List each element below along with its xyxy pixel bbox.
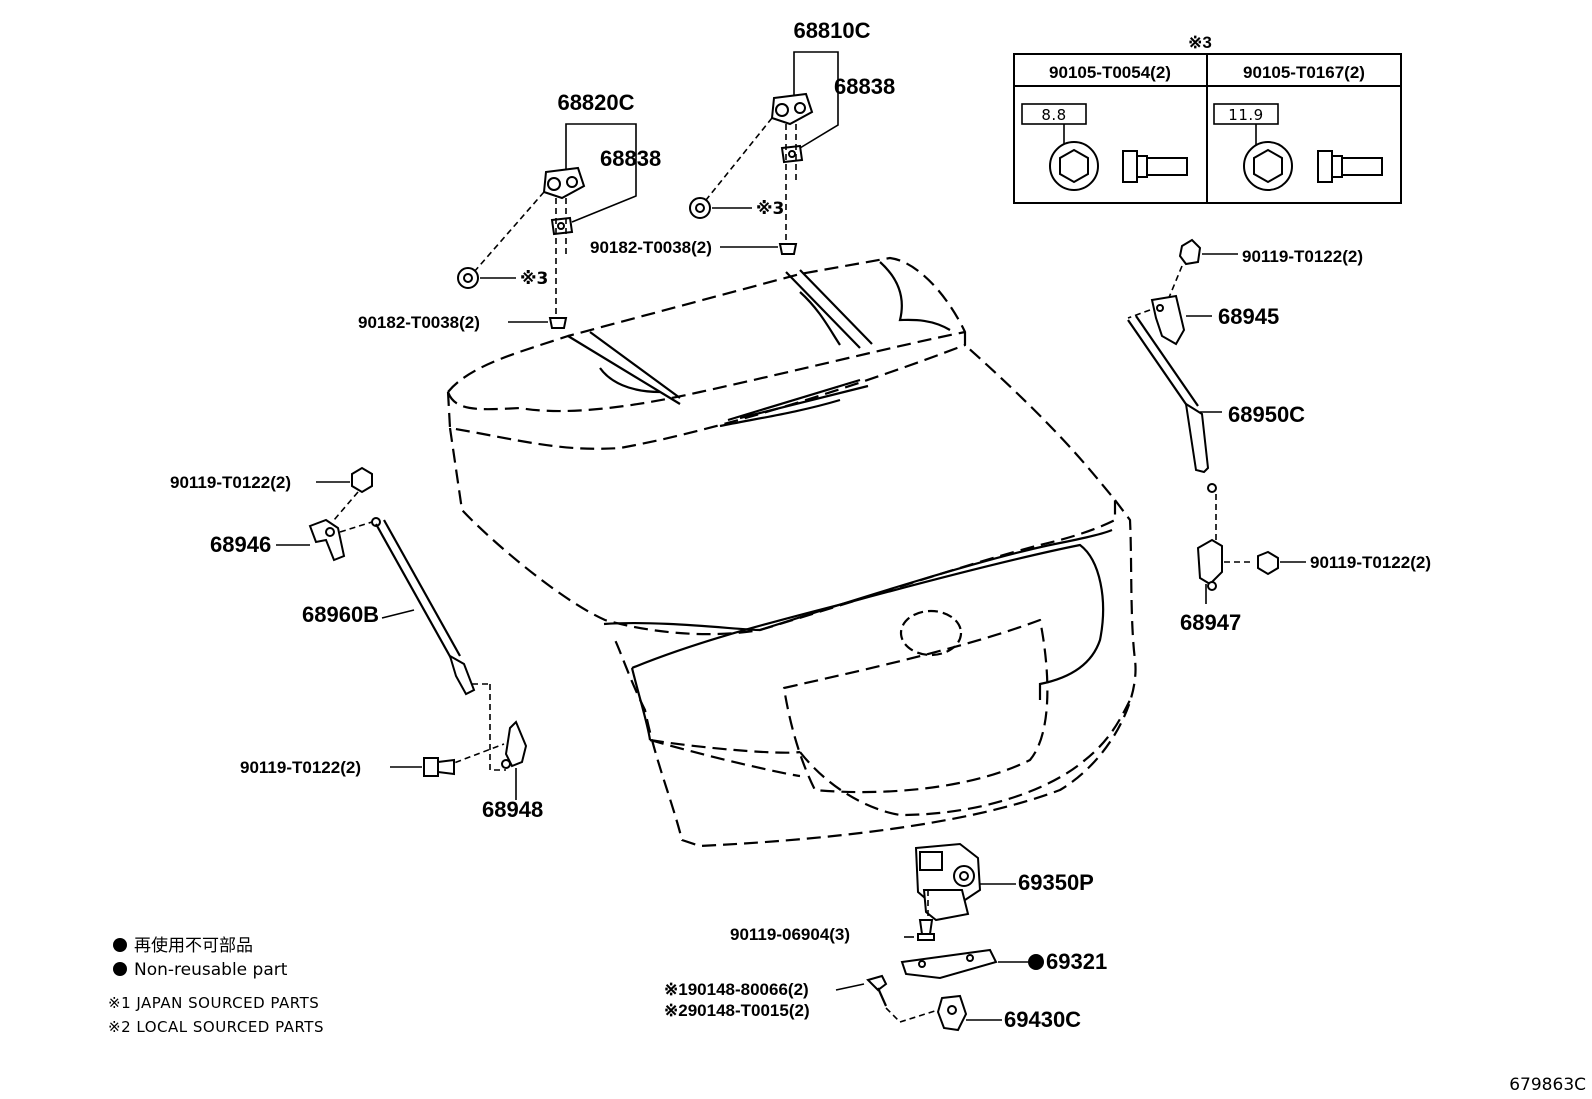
callout-68945: 68945 [1218, 304, 1279, 329]
back-door-panel [446, 256, 1137, 848]
callout-bolt-upper-right: 90119-T0122(2) [1242, 247, 1363, 266]
lock-assembly [866, 842, 1044, 1032]
hinge-left [457, 123, 637, 329]
callout-68950c: 68950C [1228, 402, 1305, 427]
non-reusable-dot-icon [113, 962, 127, 976]
callout-lock-bolt: 90119-06904(3) [730, 925, 850, 944]
callout-bolt-lower-left: 90119-T0122(2) [240, 758, 361, 777]
callout-nut-right: 90182-T0038(2) [590, 238, 712, 257]
hex-bolt-head-icon [1049, 141, 1099, 191]
callout-nut-left: 90182-T0038(2) [358, 313, 480, 332]
table-col1-part: 90105-T0054(2) [1049, 63, 1171, 82]
stay-left [276, 466, 528, 800]
bolt-table: ※3 90105-T0054(2) 90105-T0167(2) 8.8 11.… [1013, 33, 1402, 204]
non-reusable-dot-icon [1028, 954, 1044, 970]
callout-mark3-right: ※3 [756, 199, 784, 219]
callout-68947: 68947 [1180, 610, 1241, 635]
stay-right [1127, 238, 1306, 604]
flange-bolt-side-icon [1122, 150, 1188, 183]
callout-68810c: 68810C [793, 18, 870, 43]
callout-68948: 68948 [482, 797, 543, 822]
callout-69430c: 69430C [1004, 1007, 1081, 1032]
legend-non-reusable-en: Non-reusable part [134, 960, 288, 980]
callout-bolt-upper-left: 90119-T0122(2) [170, 473, 291, 492]
callout-screw-1: ※190148-80066(2) [664, 980, 809, 999]
non-reusable-dot-icon [113, 938, 127, 952]
callout-68838-left: 68838 [600, 146, 661, 171]
callout-68820c: 68820C [557, 90, 634, 115]
table-mark: ※3 [1188, 33, 1212, 52]
hinge-right [689, 51, 839, 255]
callout-69321: 69321 [1046, 949, 1107, 974]
table-col2-part: 90105-T0167(2) [1243, 63, 1365, 82]
callout-68946: 68946 [210, 532, 271, 557]
legend: 再使用不可部品 Non-reusable part ※1 JAPAN SOURC… [108, 935, 324, 1036]
legend-non-reusable-jp: 再使用不可部品 [134, 935, 253, 956]
callout-69350p: 69350P [1018, 870, 1094, 895]
callout-mark3-left: ※3 [520, 269, 548, 289]
legend-note-2: ※2 LOCAL SOURCED PARTS [108, 1018, 324, 1036]
table-col2-size: 11.9 [1228, 106, 1263, 124]
legend-note-1: ※1 JAPAN SOURCED PARTS [108, 994, 319, 1012]
callout-bolt-lower-right: 90119-T0122(2) [1310, 553, 1431, 572]
table-col1-size: 8.8 [1041, 106, 1066, 124]
flange-bolt-side-icon [1317, 150, 1383, 183]
hex-bolt-head-icon [1243, 141, 1293, 191]
callout-68960b: 68960B [302, 602, 379, 627]
diagram-id: 679863C [1509, 1075, 1586, 1095]
callout-screw-2: ※290148-T0015(2) [664, 1001, 810, 1020]
callout-68838-right: 68838 [834, 74, 895, 99]
